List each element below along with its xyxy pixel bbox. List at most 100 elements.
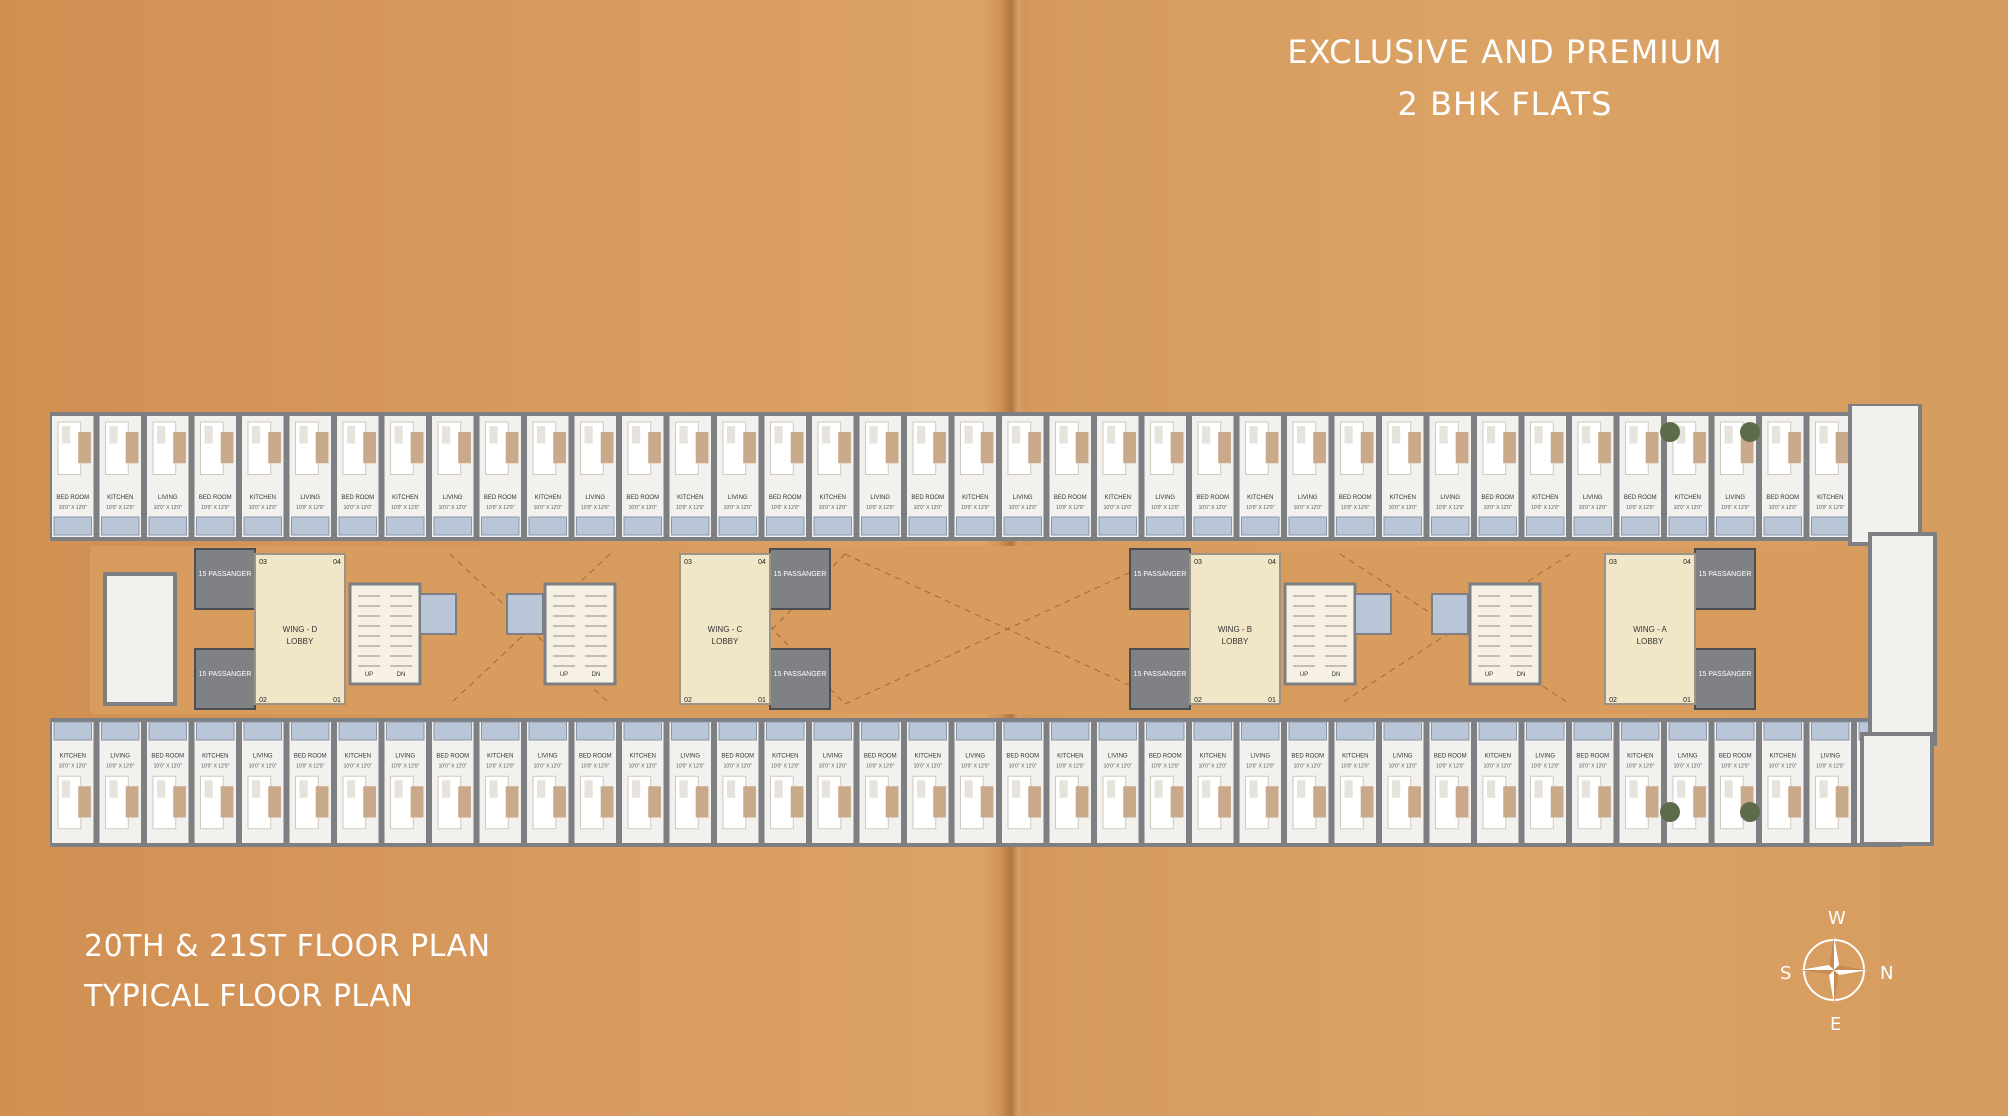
toilet-strip [1716,516,1755,536]
room-label: KITCHEN [535,495,561,501]
side-furniture [885,432,899,464]
stair-dn-label: DN [592,672,601,678]
side-furniture [980,786,994,818]
pillow [394,426,403,444]
toilet-strip [1241,516,1280,536]
side-furniture [695,786,709,818]
side-furniture [1170,786,1184,818]
toilet-strip [481,516,520,536]
room-size-label: 10'0" X 12'0" [1199,764,1227,770]
room-label: KITCHEN [392,495,418,501]
side-furniture [78,786,91,818]
pillow [62,780,71,798]
room-label: KITCHEN [1675,495,1701,501]
room-size-label: 10'0" X 12'0" [1151,764,1179,770]
toilet-strip [1193,721,1232,741]
room-label: BED ROOM [721,754,754,760]
servant-toilet [506,593,544,635]
pillow [1724,426,1733,444]
toilet-strip [1336,516,1375,536]
side-furniture [695,432,709,464]
room-label: KITCHEN [1057,754,1083,760]
toilet-strip [1478,721,1517,741]
end-flat-left [103,572,177,706]
room-label: KITCHEN [820,495,846,501]
toilet-strip [1621,516,1660,536]
compass-label-n: N [1880,963,1894,984]
pillow [537,426,546,444]
pillow [679,426,688,444]
room-size-label: 10'0" X 12'0" [1816,764,1844,770]
toilet-strip [956,516,995,536]
room-size-label: 10'0" X 12'0" [1009,764,1037,770]
room-size-label: 10'0" X 12'0" [201,505,229,511]
planter-icon [1740,422,1760,442]
toilet-strip [386,516,425,536]
pillow [1059,426,1068,444]
room-size-label: 10'0" X 12'0" [439,505,467,511]
room-label: KITCHEN [1247,495,1273,501]
lift-bottom-label: 15 PASSANGER [1699,671,1752,678]
lift-top-label: 15 PASSANGER [1134,571,1187,578]
pillow [822,426,831,444]
flat-number-label: 03 [1609,559,1617,566]
side-furniture [1455,432,1469,464]
room-label: BED ROOM [1481,495,1514,501]
room-size-label: 10'0" X 12'0" [486,505,514,511]
pillow [774,780,783,798]
toilet-strip [1193,516,1232,536]
pillow [584,426,593,444]
room-size-label: 10'0" X 12'0" [724,505,752,511]
toilet-strip [766,516,805,536]
toilet-strip [1288,516,1327,536]
room-label: KITCHEN [1200,754,1226,760]
room-label: BED ROOM [911,495,944,501]
lift-bottom-label: 15 PASSANGER [199,671,252,678]
room-label: KITCHEN [1817,495,1843,501]
room-size-label: 10'0" X 12'0" [249,764,277,770]
pillow [727,780,736,798]
pillow [584,780,593,798]
room-label: KITCHEN [345,754,371,760]
flat-number-label: 04 [758,559,766,566]
side-furniture [1835,786,1849,818]
room-size-label: 10'0" X 12'0" [1674,764,1702,770]
room-label: KITCHEN [630,754,656,760]
pillow [62,426,71,444]
flat-number-label: 03 [684,559,692,566]
room-size-label: 10'0" X 12'0" [961,764,989,770]
room-label: LIVING [965,754,985,760]
room-label: BED ROOM [436,754,469,760]
pillow [299,780,308,798]
pillow [1249,426,1258,444]
side-furniture [220,786,234,818]
room-label: LIVING [1250,754,1270,760]
toilet-strip [1383,721,1422,741]
pillow [442,780,451,798]
pillow [1249,780,1258,798]
room-size-label: 10'0" X 12'0" [1436,505,1464,511]
side-furniture [838,432,851,464]
wing-name-label: WING - D [283,625,318,634]
toilet-strip [1763,516,1802,536]
side-furniture [173,786,186,818]
room-size-label: 10'0" X 12'0" [154,505,182,511]
room-size-label: 10'0" X 12'0" [1579,505,1607,511]
pillow [1724,780,1733,798]
pillow [1344,780,1353,798]
side-furniture [1028,432,1041,464]
